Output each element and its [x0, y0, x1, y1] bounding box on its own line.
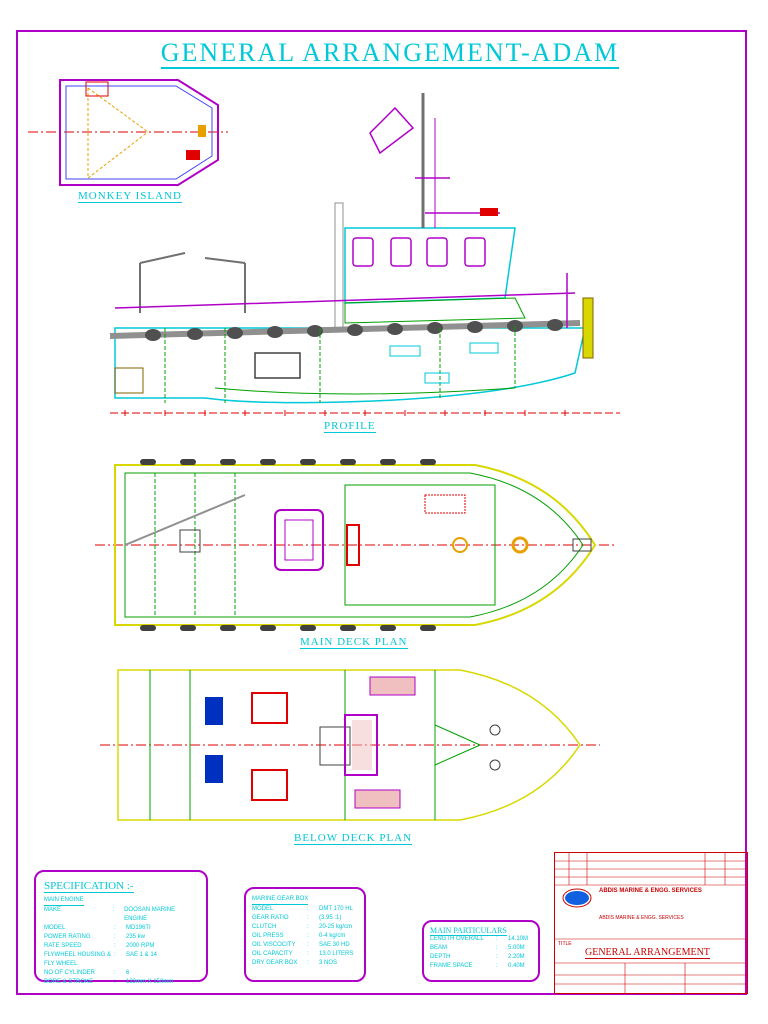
gearbox-row: OIL PRESS:0-4 kg/cm: [252, 933, 346, 939]
title-label: TITLE: [558, 941, 572, 947]
monkey-island-caption: MONKEY ISLAND: [78, 190, 182, 203]
particulars-row: LENGTH OVERALL:14.10M: [430, 936, 529, 942]
spec-row: NO OF CYLINDER:6: [44, 970, 130, 976]
gearbox-title: MARINE GEAR BOX: [252, 895, 358, 905]
specification-box: SPECIFICATION :- MAIN ENGINE MAKE:DOOSAN…: [34, 870, 208, 985]
below-deck-plan-caption: BELOW DECK PLAN: [294, 832, 413, 845]
drawing-title: GENERAL ARRANGEMENT-ADAM: [160, 38, 620, 69]
profile-caption: PROFILE: [324, 420, 376, 433]
specification-title: SPECIFICATION :-: [44, 880, 134, 893]
profile-view: [109, 93, 620, 416]
company-logo: [565, 891, 589, 905]
drawing-frame: [16, 30, 747, 995]
below-deck-plan-view: [100, 669, 600, 821]
monkey-island-view: [28, 79, 228, 186]
particulars-box: MAIN PARTICULARS LENGTH OVERALL:14.10M B…: [422, 920, 540, 982]
spec-row: POWER RATING:235 kw: [44, 934, 146, 940]
gearbox-row: OIL VISCOCITY:SAE 30 HD: [252, 942, 350, 948]
particulars-title: MAIN PARTICULARS: [430, 926, 507, 936]
spec-row: FLYWHEEL HOUSING & FLY WHEEL:SAE 1 & 14: [44, 952, 158, 967]
gearbox-box: MARINE GEAR BOX MODEL:DMT 170 HL GEAR RA…: [244, 887, 366, 982]
spec-row: RATE SPEED:2000 RPM: [44, 943, 155, 949]
company-note: ABDIS MARINE & ENGG. SERVICES: [599, 915, 684, 921]
particulars-row: DEPTH:2.20M: [430, 954, 525, 960]
main-deck-plan-caption: MAIN DECK PLAN: [300, 636, 408, 649]
particulars-row: FRAME SPACE:0.40M: [430, 963, 525, 969]
gearbox-row: MODEL:DMT 170 HL: [252, 906, 353, 912]
gearbox-row: GEAR RATIO:(3.95 :1): [252, 915, 342, 921]
spec-row: MAKE:DOOSAN MARINE ENGINE: [44, 907, 176, 922]
title-block-grid: [555, 853, 747, 993]
company-name: ABDIS MARINE & ENGG. SERVICES: [599, 888, 702, 894]
particulars-row: BEAM:5.00M: [430, 945, 525, 951]
drawing-title-block: GENERAL ARRANGEMENT: [585, 947, 710, 959]
specification-section: MAIN ENGINE: [44, 896, 198, 906]
gearbox-row: CLUTCH:20-25 kg/cm: [252, 924, 353, 930]
gearbox-row: DRY GEAR BOX:3 NOS: [252, 960, 338, 966]
spec-row: BORE & STROKE:123mm X 150mm: [44, 979, 174, 985]
main-deck-plan-view: [95, 459, 615, 631]
title-block: ABDIS MARINE & ENGG. SERVICES ABDIS MARI…: [554, 852, 748, 994]
gearbox-row: OIL CAPACITY:13.0 LITERS: [252, 951, 354, 957]
spec-row: MODEL:MD196TI: [44, 925, 151, 931]
